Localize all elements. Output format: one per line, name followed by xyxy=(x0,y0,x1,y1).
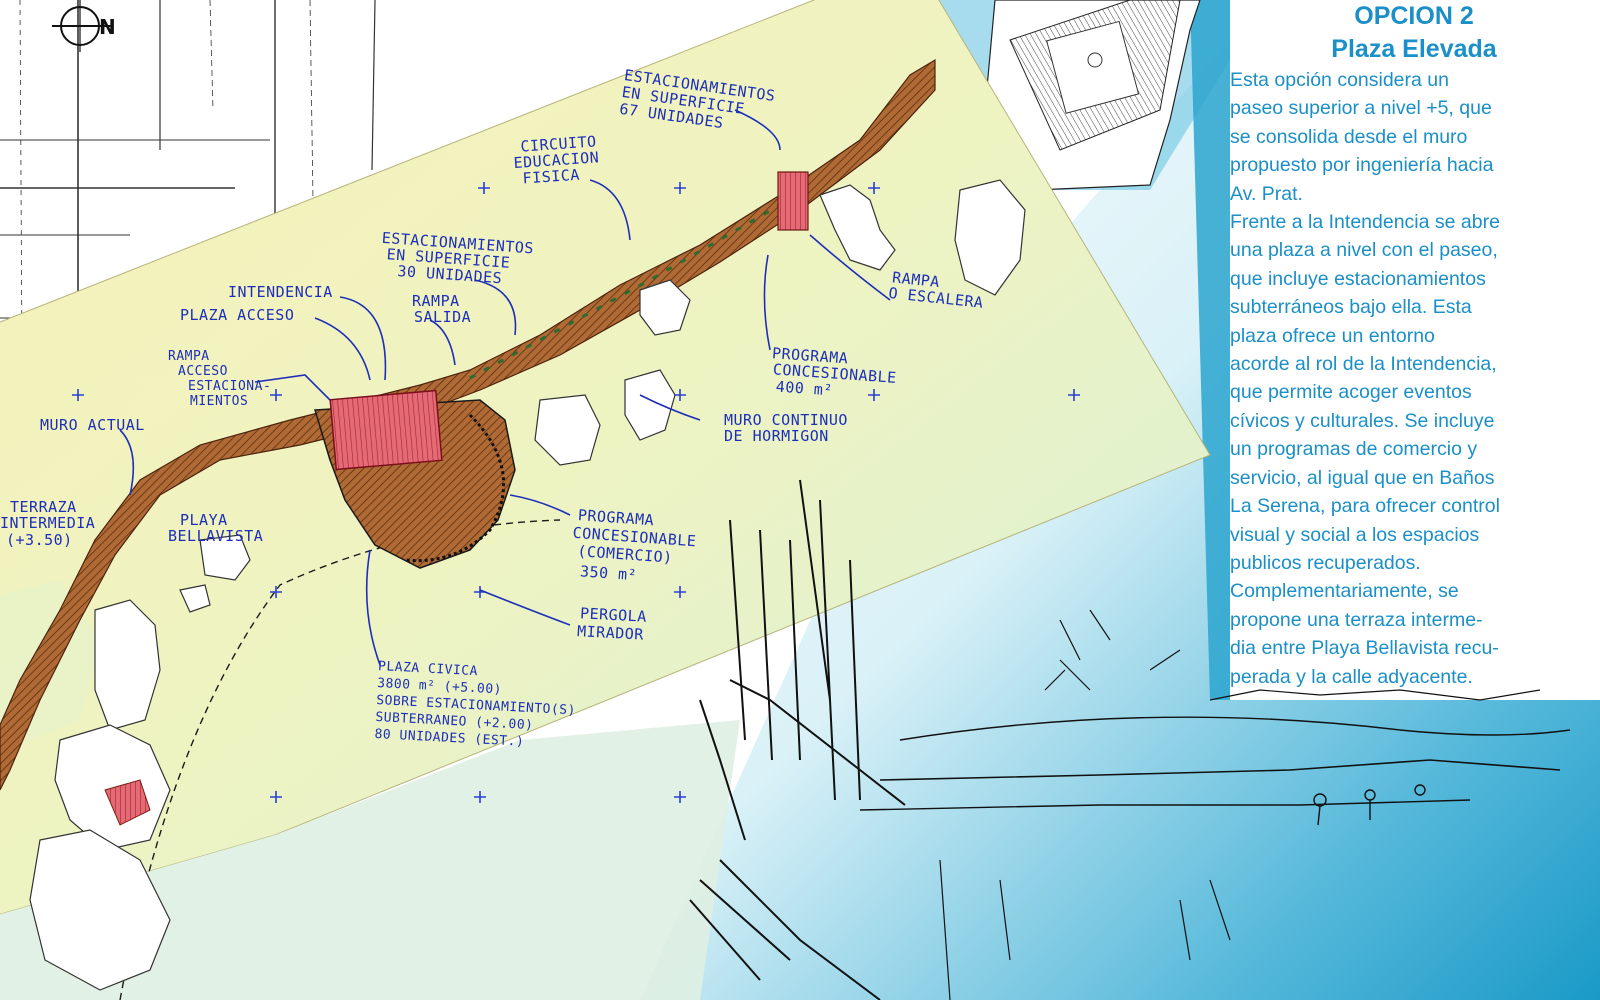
svg-text:RAMPA: RAMPA xyxy=(891,268,940,291)
svg-text:ACCESO: ACCESO xyxy=(178,364,228,379)
survey-grid-markers xyxy=(72,182,1080,803)
svg-text:INTERMEDIA: INTERMEDIA xyxy=(0,514,95,532)
svg-text:BELLAVISTA: BELLAVISTA xyxy=(168,527,263,545)
svg-text:400 m²: 400 m² xyxy=(775,378,833,400)
description-line: un programas de comercio y xyxy=(1230,438,1478,461)
description-line: visual y social a los espacios xyxy=(1230,523,1480,546)
description-line: Frente a la Intendencia se abre xyxy=(1230,211,1500,234)
description-line: que permite acoger eventos xyxy=(1230,381,1472,404)
svg-text:350 m²: 350 m² xyxy=(579,562,637,584)
description-line: dia entre Playa Bellavista recu- xyxy=(1230,637,1499,660)
svg-text:CIRCUITO: CIRCUITO xyxy=(520,132,597,155)
description-line: acorde al rol de la Intendencia, xyxy=(1230,353,1497,376)
description-line: que incluye estacionamientos xyxy=(1230,267,1486,290)
svg-text:PERGOLA: PERGOLA xyxy=(580,604,648,625)
north-label: N xyxy=(99,15,116,39)
label-rampa-acceso: RAMPA ACCESO ESTACIONA- MIENTOS xyxy=(168,349,271,409)
label-circuito-educacion-fisica: CIRCUITO EDUCACION FISICA xyxy=(513,132,600,188)
svg-text:SALIDA: SALIDA xyxy=(414,308,471,326)
label-plaza-acceso: PLAZA ACCESO xyxy=(180,306,294,324)
svg-text:PLAYA: PLAYA xyxy=(180,511,228,529)
label-pergola-mirador: PERGOLA MIRADOR xyxy=(577,604,648,643)
description-line: Esta opción considera un xyxy=(1230,69,1449,91)
option-title: OPCION 2 xyxy=(1354,2,1474,30)
label-muro-actual: MURO ACTUAL xyxy=(40,416,145,434)
description-line: servicio, al igual que en Baños xyxy=(1230,466,1495,489)
description-line: subterráneos bajo ella. Esta xyxy=(1230,296,1472,319)
svg-text:TERRAZA: TERRAZA xyxy=(10,498,77,516)
label-rampa-salida: RAMPA SALIDA xyxy=(412,292,471,326)
programa-kiosk xyxy=(777,171,809,231)
small-stair-block xyxy=(104,779,151,826)
promenade-paseo xyxy=(0,58,936,791)
svg-text:MIENTOS: MIENTOS xyxy=(190,394,248,409)
description-line: La Serena, para ofrecer control xyxy=(1230,495,1500,518)
svg-text:EDUCACION: EDUCACION xyxy=(513,148,600,172)
description-line: perada y la calle adyacente. xyxy=(1230,665,1473,688)
svg-text:DE HORMIGON: DE HORMIGON xyxy=(724,427,829,445)
option-description: Esta opción considera un paseo superior … xyxy=(1230,66,1566,691)
description-line: paseo superior a nivel +5, que xyxy=(1230,97,1492,120)
label-intendencia: INTENDENCIA xyxy=(228,283,333,301)
option-subtitle: Plaza Elevada xyxy=(1331,35,1497,63)
svg-text:MURO CONTINUO: MURO CONTINUO xyxy=(724,411,848,429)
svg-text:PROGRAMA: PROGRAMA xyxy=(772,344,849,367)
svg-text:ESTACIONA-: ESTACIONA- xyxy=(188,379,271,394)
description-line: propone una terraza interme- xyxy=(1230,608,1483,631)
label-programa-350: PROGRAMA CONCESIONABLE (COMERCIO) 350 m² xyxy=(572,506,697,584)
svg-text:PLAZA CIVICA: PLAZA CIVICA xyxy=(378,659,479,679)
annotation-leaders xyxy=(119,109,891,666)
svg-text:3800 m² (+5.00): 3800 m² (+5.00) xyxy=(377,676,503,698)
svg-text:RAMPA: RAMPA xyxy=(168,349,210,364)
building-footprints xyxy=(29,179,1026,991)
svg-text:MIRADOR: MIRADOR xyxy=(577,622,645,643)
description-line: cívicos y culturales. Se incluye xyxy=(1230,409,1495,432)
svg-text:(+3.50): (+3.50) xyxy=(6,531,73,549)
svg-text:RAMPA: RAMPA xyxy=(412,292,460,310)
label-playa-bellavista: PLAYA BELLAVISTA xyxy=(168,511,263,545)
plan-annotations: ESTACIONAMIENTOS EN SUPERFICIE 67 UNIDAD… xyxy=(0,66,984,750)
svg-text:FISICA: FISICA xyxy=(522,166,580,188)
north-arrow-icon: N xyxy=(52,0,116,52)
label-muro-continuo: MURO CONTINUO DE HORMIGON xyxy=(724,411,848,445)
description-line: Complementariamente, se xyxy=(1230,580,1459,603)
option-description-panel: OPCION 2 Plaza Elevada Esta opción consi… xyxy=(1228,0,1600,1000)
perspective-sketch xyxy=(689,479,1571,1000)
description-line: una plaza a nivel con el paseo, xyxy=(1230,239,1498,262)
description-line: propuesto por ingeniería hacia xyxy=(1230,154,1494,177)
description-line: plaza ofrece un entorno xyxy=(1230,324,1435,347)
label-terraza-intermedia: TERRAZA INTERMEDIA (+3.50) xyxy=(0,498,95,549)
svg-text:PROGRAMA: PROGRAMA xyxy=(577,506,654,529)
description-line: se consolida desde el muro xyxy=(1230,125,1468,148)
description-line: Av. Prat. xyxy=(1230,182,1303,205)
coastline-dashed xyxy=(119,519,561,1000)
description-line: publicos recuperados. xyxy=(1230,551,1421,574)
intendencia-building xyxy=(329,389,443,471)
